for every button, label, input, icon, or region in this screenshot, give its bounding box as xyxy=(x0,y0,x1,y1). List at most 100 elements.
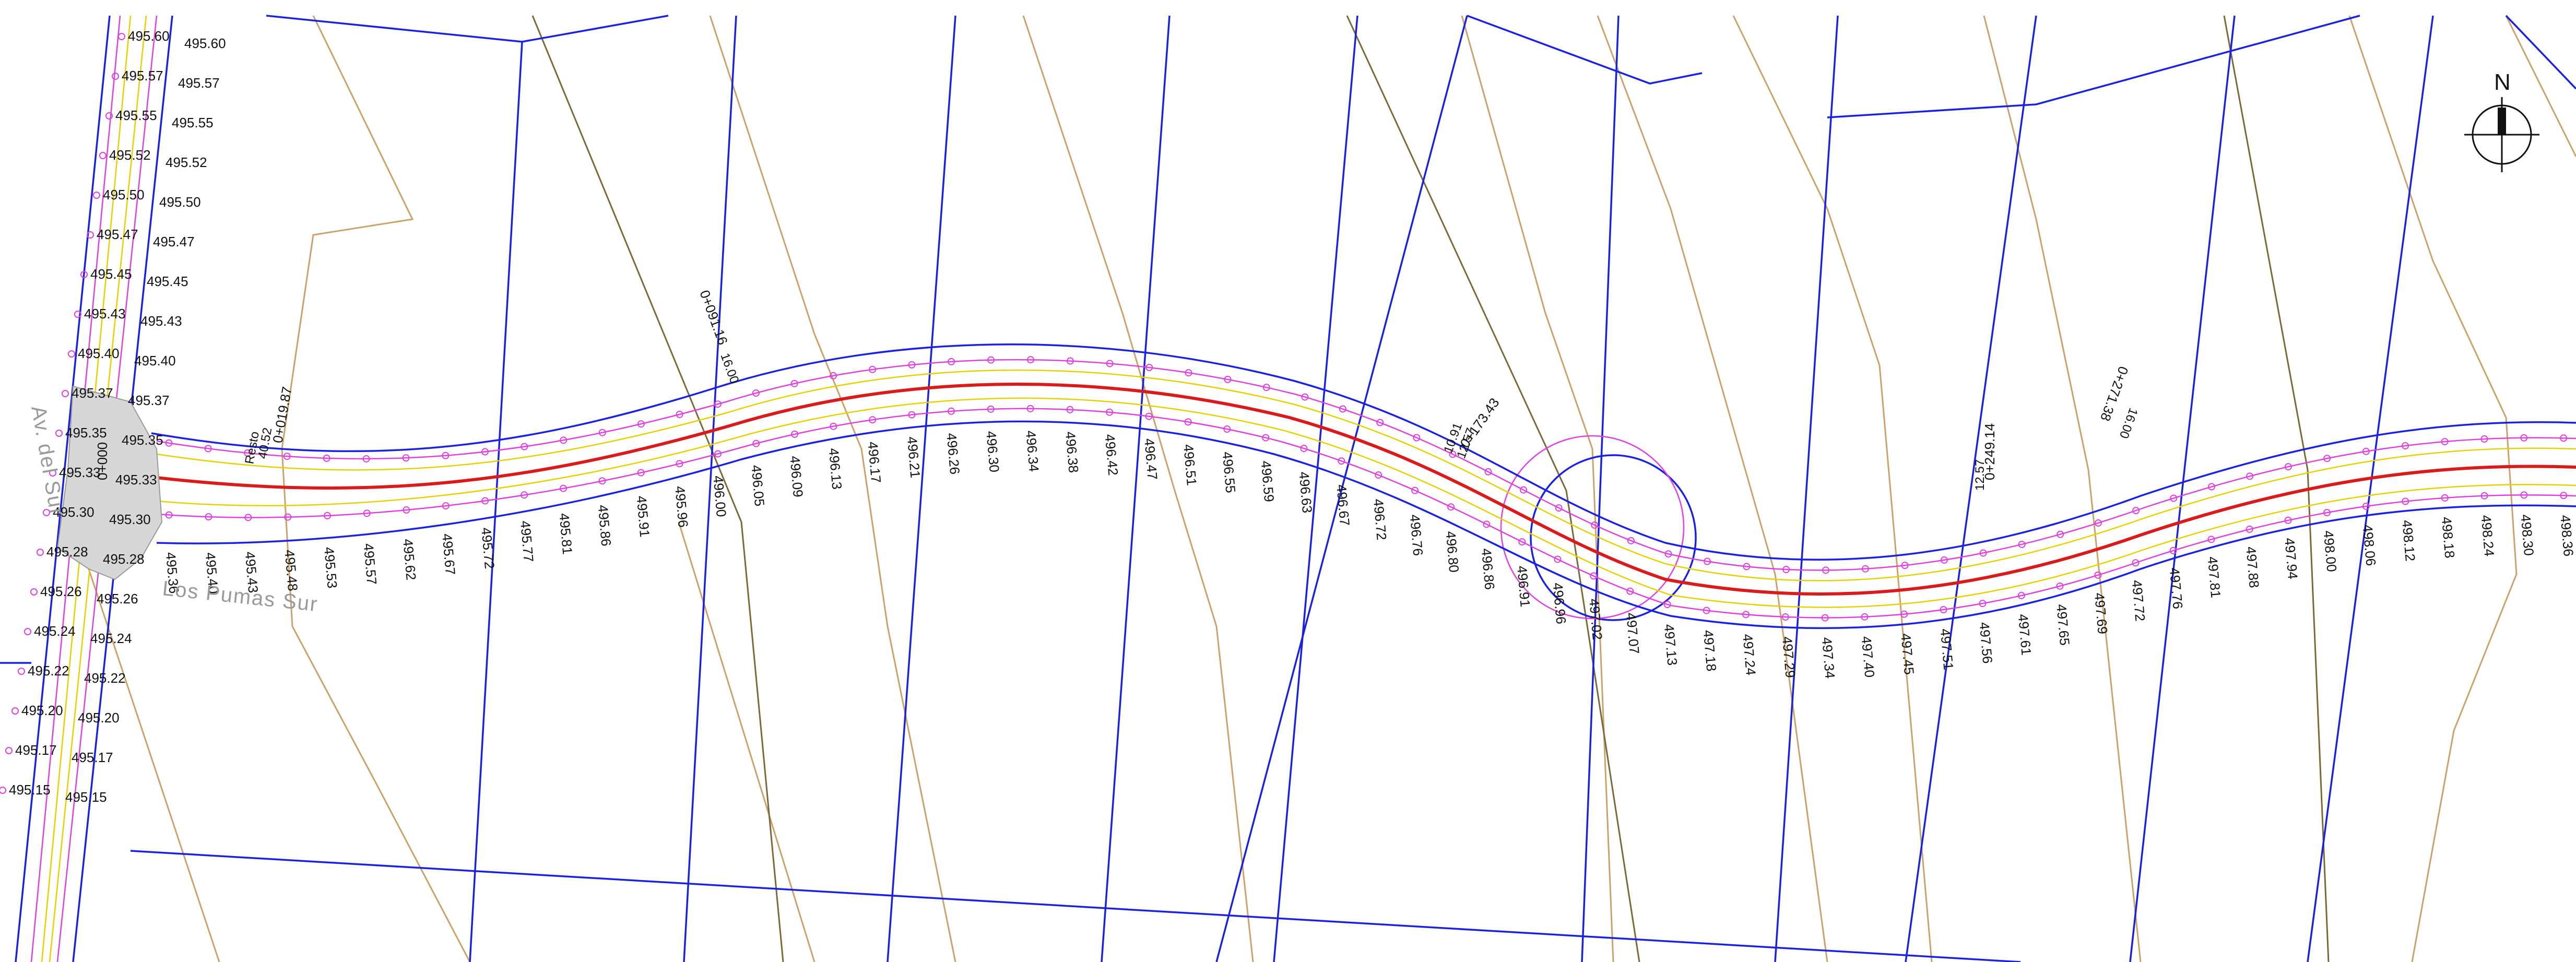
road-point-marker xyxy=(244,514,252,521)
road-point-marker xyxy=(1663,601,1671,609)
road-elevation-label: 497.02 xyxy=(1586,598,1605,640)
road-elevation-label: 497.81 xyxy=(2205,556,2224,599)
road-elevation-label: 498.06 xyxy=(2360,524,2379,566)
road-point-marker xyxy=(442,452,450,459)
left-elevation-label-outer: 495.57 xyxy=(178,75,220,91)
left-elevation-label-outer: 495.55 xyxy=(172,115,214,130)
road-elevation-label: 496.17 xyxy=(865,441,884,484)
left-elevation-label-outer: 495.60 xyxy=(184,35,226,51)
left-elevation-label: 495.43 xyxy=(84,306,126,322)
road-point-marker xyxy=(2480,435,2488,443)
left-elevation-label-outer: 495.30 xyxy=(109,512,151,527)
road-point-marker xyxy=(637,469,645,477)
road-point-marker xyxy=(165,511,173,519)
left-point-marker xyxy=(93,192,100,199)
road-point-marker xyxy=(1743,563,1751,571)
road-elevation-label: 495.86 xyxy=(595,504,615,547)
road-elevation-label: 497.76 xyxy=(2167,567,2186,610)
road-elevation-label: 497.94 xyxy=(2282,537,2301,580)
road-elevation-label: 496.63 xyxy=(1296,471,1315,514)
paved-intersection xyxy=(56,385,163,580)
road-axis xyxy=(156,383,2576,596)
road-point-marker xyxy=(1106,408,1114,416)
road-elevation-label: 496.67 xyxy=(1333,484,1353,527)
road-point-marker xyxy=(560,436,568,444)
road-point-marker xyxy=(1106,360,1114,367)
road-point-marker xyxy=(1664,550,1672,558)
road-point-marker xyxy=(2094,519,2102,527)
road-point-marker xyxy=(2480,492,2488,500)
road-elevation-label: 495.72 xyxy=(478,527,498,569)
road-point-marker xyxy=(2094,571,2102,579)
road-point-marker xyxy=(363,509,371,517)
road-elevation-label: 498.30 xyxy=(2518,514,2537,556)
left-elevation-label-outer: 495.43 xyxy=(140,313,182,329)
left-elevation-label-outer: 495.15 xyxy=(65,789,107,805)
road-elevation-label: 497.18 xyxy=(1700,629,1720,672)
left-point-marker xyxy=(24,628,31,635)
road-elevation-label: 496.05 xyxy=(748,464,767,507)
road-point-marker xyxy=(2207,536,2215,543)
road-elevation-label: 496.42 xyxy=(1102,433,1121,476)
road-point-marker xyxy=(1555,504,1563,512)
road-outer-edge-north xyxy=(151,343,2576,561)
road-point-marker xyxy=(2362,502,2370,510)
road-point-marker xyxy=(1301,393,1309,401)
road-elevation-label: 496.76 xyxy=(1407,514,1426,556)
left-elevation-label: 495.35 xyxy=(65,425,107,441)
left-point-marker xyxy=(80,271,88,278)
road-elevation-label: 495.48 xyxy=(281,549,301,592)
diagonal-boundary-lines xyxy=(531,15,2330,962)
road-point-marker xyxy=(1066,406,1074,413)
chainage-0-249-14: 0+249.14 xyxy=(1982,423,1998,480)
left-elevation-label-outer: 495.33 xyxy=(115,472,157,488)
road-point-marker xyxy=(1185,369,1192,377)
road-point-marker xyxy=(2017,591,2025,599)
road-point-marker xyxy=(2132,559,2140,567)
road-elevation-label: 497.51 xyxy=(1937,628,1957,671)
segment-length-16-00-b: 16.00 xyxy=(2117,406,2141,441)
road-point-marker xyxy=(598,429,606,436)
road-point-marker xyxy=(948,358,955,365)
road-point-marker xyxy=(1900,610,1908,618)
road-point-marker xyxy=(2362,447,2370,455)
road-point-marker xyxy=(362,455,370,462)
road-point-marker xyxy=(637,420,645,428)
road-point-marker xyxy=(1821,614,1829,622)
road-point-marker xyxy=(1338,457,1345,465)
chainage-0-091-16: 0+091.16 xyxy=(696,288,731,347)
road-elevation-label: 496.51 xyxy=(1180,444,1200,486)
left-point-marker xyxy=(112,73,119,80)
left-elevation-label-outer: 495.37 xyxy=(128,393,170,408)
left-elevation-label: 495.52 xyxy=(109,147,151,163)
road-elevation-label: 495.36 xyxy=(163,551,182,594)
road-point-marker xyxy=(1223,425,1231,433)
road-elevation-label: 495.43 xyxy=(242,551,262,593)
road-elevation-label: 497.45 xyxy=(1898,633,1917,675)
street-label-av-del-sur: Av. del Sur xyxy=(27,404,68,518)
road-point-marker xyxy=(2056,582,2064,590)
left-elevation-labels-outer: 495.60 495.57 495.55 495.52 495.50 495.47 495.… xyxy=(65,35,226,805)
parcel-boundaries xyxy=(0,15,2576,962)
left-elevation-label: 495.47 xyxy=(97,227,138,242)
road-band xyxy=(151,343,2576,630)
left-elevation-label: 495.50 xyxy=(103,187,145,203)
road-point-marker xyxy=(1822,566,1830,574)
road-point-marker xyxy=(908,361,916,369)
left-point-marker xyxy=(62,390,69,397)
left-elevation-label: 495.28 xyxy=(46,544,88,560)
road-elevation-label: 497.29 xyxy=(1779,636,1799,679)
road-point-marker xyxy=(830,372,837,379)
road-point-marker xyxy=(1940,606,1947,614)
road-point-marker xyxy=(1520,486,1528,494)
road-point-marker xyxy=(521,443,528,450)
road-elevation-label: 495.53 xyxy=(321,546,340,589)
road-point-marker xyxy=(204,445,212,453)
road-point-marker xyxy=(1781,613,1789,621)
road-elevation-label: 496.91 xyxy=(1514,565,1533,608)
road-elevation-label: 497.72 xyxy=(2129,579,2148,622)
road-point-marker xyxy=(947,407,955,415)
road-point-markers xyxy=(165,356,2568,622)
